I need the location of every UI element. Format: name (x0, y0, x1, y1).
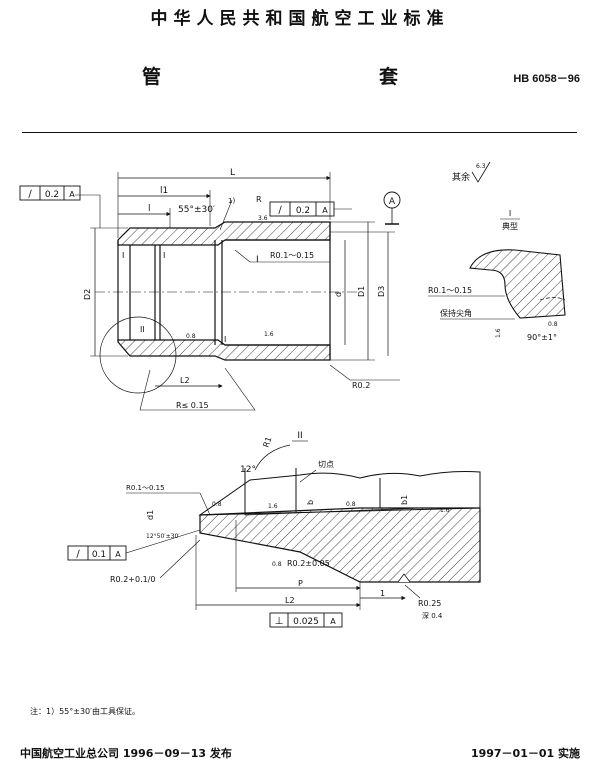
detail-II-b1: b1 (400, 495, 409, 505)
radius-r01-015: R0.1～0.15 (270, 251, 314, 260)
section-I-low: I (224, 335, 226, 344)
document-code: HB 6058－96 (513, 73, 580, 85)
document-title: 管 套 (141, 66, 458, 88)
dim-d: d (334, 292, 343, 297)
label-R: R (256, 195, 262, 204)
runout-symbol: ∕ (278, 205, 282, 216)
section-I-mid: I (256, 255, 259, 265)
top-view (75, 172, 400, 411)
detail-II: II R1 12° 切点 R0.1～0.15 d1 b b1 0.8 1.6 0… (67, 431, 481, 628)
svg-text:0.8: 0.8 (212, 501, 222, 508)
svg-text:其余: 其余 (452, 171, 470, 183)
detail-II-dim-1: 1 (380, 589, 385, 598)
top-view-labels: L l1 l 55°±30′ 1) R 3.6 I I I I R0.1～0.1… (83, 168, 386, 410)
svg-text:0.025: 0.025 (293, 617, 319, 627)
svg-text:1.6: 1.6 (495, 328, 502, 338)
detail-I-radius: R0.1～0.15 (428, 286, 472, 295)
svg-text:0.2: 0.2 (296, 206, 310, 216)
tolerance-frame-top-left: ∕ 0.2 A (19, 185, 81, 201)
detail-II-P: P (298, 579, 303, 588)
detail-I: I 典型 R0.1～0.15 保持尖角 1.6 0.8 90°±1° (428, 209, 566, 342)
svg-text:∕: ∕ (76, 549, 80, 560)
svg-text:A: A (69, 190, 75, 199)
issue-info: 中国航空工业总公司 1996－09－13 发布 (20, 747, 232, 760)
roughness-0-8: 0.8 (186, 333, 196, 340)
angle-55: 55°±30′ (178, 205, 215, 215)
detail-II-b: b (306, 500, 315, 505)
roughness-3-6: 3.6 (258, 215, 268, 222)
detail-II-angle-12: 12° (240, 465, 256, 475)
section-II-marker: II (140, 325, 145, 334)
svg-text:⊥: ⊥ (275, 616, 284, 627)
dim-D1: D1 (357, 286, 366, 297)
tolerance-frame-top-right: ∕ 0.2 A (269, 201, 352, 217)
svg-text:A: A (115, 550, 121, 559)
detail-II-r02-005: R0.2±0.05 (287, 559, 330, 568)
dim-l1: l1 (160, 186, 168, 196)
svg-text:6.3: 6.3 (476, 163, 486, 170)
dim-l: l (148, 204, 151, 214)
detail-II-angle-12-50: 12°50′±30′ (146, 533, 180, 540)
detail-II-tangent: 切点 (318, 460, 334, 469)
detail-II-r02-tol: R0.2+0.1/0 (110, 575, 156, 584)
svg-text:1.6: 1.6 (440, 507, 450, 514)
section-I-left: I (122, 251, 124, 260)
svg-text:A: A (330, 617, 336, 626)
runout-symbol: ∕ (28, 189, 32, 200)
detail-II-d1: d1 (146, 510, 155, 520)
detail-II-title: II (297, 431, 302, 441)
detail-II-L2: L2 (285, 596, 295, 605)
roughness-other: 其余 6.3 (452, 161, 491, 183)
roughness-1-6: 1.6 (264, 331, 274, 338)
datum-a: A (383, 191, 401, 225)
detail-I-title: I (509, 209, 511, 218)
detail-I-keep-sharp: 保持尖角 (440, 308, 472, 318)
effective-info: 1997－01－01 实施 (470, 747, 580, 760)
section-I-inner: I (163, 251, 165, 260)
standard-organization: 中华人民共和国航空工业标准 (150, 9, 450, 29)
radius-le-015: R≤ 0.15 (176, 401, 209, 410)
svg-text:0.2: 0.2 (45, 190, 59, 200)
svg-text:A: A (389, 197, 396, 207)
svg-text:A: A (322, 206, 328, 215)
dim-D2: D2 (83, 289, 92, 300)
detail-II-R1: R1 (261, 436, 273, 449)
dim-L: L (230, 168, 235, 178)
detail-II-r025: R0.25 (418, 599, 441, 608)
radius-r02: R0.2 (352, 381, 370, 390)
detail-I-angle: 90°±1° (527, 333, 557, 342)
svg-text:1.6: 1.6 (268, 503, 278, 510)
dim-D3: D3 (377, 286, 386, 297)
detail-II-depth: 深 0.4 (422, 611, 443, 620)
svg-text:0.8: 0.8 (346, 501, 356, 508)
dim-L2: L2 (180, 376, 190, 385)
detail-I-subtitle: 典型 (502, 221, 518, 231)
note-ref: 1) (228, 197, 235, 205)
svg-text:0.8: 0.8 (272, 561, 282, 568)
footnote: 注：1）55°±30′由工具保证。 (30, 707, 140, 716)
detail-II-r01-015: R0.1～0.15 (126, 484, 165, 492)
svg-text:0.8: 0.8 (548, 321, 558, 328)
header-rule (22, 132, 577, 133)
svg-text:0.1: 0.1 (92, 550, 106, 560)
